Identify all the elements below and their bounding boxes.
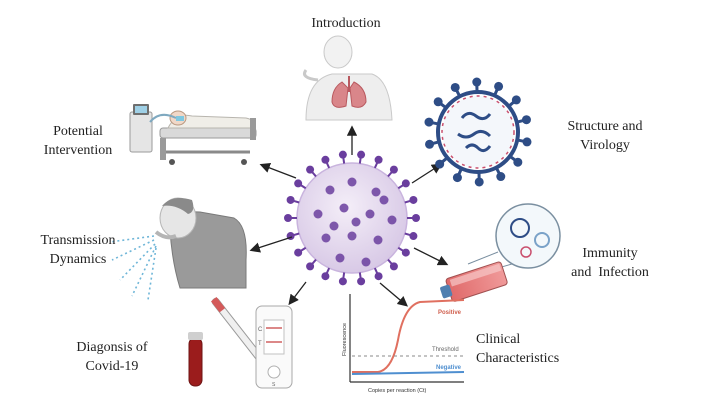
virus-spike-head xyxy=(306,165,315,174)
label-transmission-line1: Transmission xyxy=(40,233,116,248)
virus-surface-protein xyxy=(339,203,349,213)
negative-label: Negative xyxy=(436,365,462,371)
pcr-plot: Positive Threshold Negative Fluorescence… xyxy=(342,294,465,394)
virus-spike-head xyxy=(389,262,398,271)
structure-spike-head xyxy=(513,157,523,167)
label-structure-line2: Virology xyxy=(580,138,630,153)
virus-spike-head xyxy=(306,262,315,271)
virus-surface-protein xyxy=(371,187,381,197)
virus-spike-head xyxy=(284,214,292,222)
virus-surface-protein xyxy=(351,217,361,227)
virus-structure-icon xyxy=(424,77,532,187)
virus-spike-head xyxy=(374,155,383,164)
threshold-label: Threshold xyxy=(432,347,459,353)
structure-spike-head xyxy=(450,82,460,92)
virus-spike-head xyxy=(357,277,366,286)
label-immunity-infection: Immunity and Infection xyxy=(558,244,662,282)
hospital-bed-icon xyxy=(129,104,257,165)
arrow-to-transmission xyxy=(249,236,293,253)
central-virus-icon xyxy=(284,150,420,286)
structure-spike-head xyxy=(496,172,506,182)
virus-surface-protein xyxy=(387,215,397,225)
person-lungs-icon xyxy=(303,35,393,121)
virus-surface-protein xyxy=(373,235,383,245)
structure-spike-head xyxy=(494,81,504,91)
coughing-person-icon xyxy=(109,197,247,301)
virus-spike-head xyxy=(294,248,303,257)
label-diagnosis-line1: Diagonsis of xyxy=(76,340,148,355)
label-clinical-line1: Clinical xyxy=(476,332,521,347)
virus-surface-protein xyxy=(347,231,357,241)
pcr-xlabel: Copies per reaction (Ct) xyxy=(368,388,427,394)
arrow-to-diagnosis xyxy=(288,281,307,306)
virus-spike-head xyxy=(338,150,347,159)
arrow-to-immunity xyxy=(413,247,449,266)
cassette-c-mark: C xyxy=(258,327,263,333)
structure-spike-head xyxy=(435,159,445,169)
cassette-t-mark: T xyxy=(258,341,262,347)
structure-spike-head xyxy=(424,117,434,127)
arrow-to-clinical xyxy=(379,282,408,307)
label-clinical-characteristics: Clinical Characteristics xyxy=(476,330,586,368)
virus-spike-head xyxy=(294,179,303,188)
diagnosis-test-icon: C T S xyxy=(188,297,293,389)
label-structure-virology: Structure and Virology xyxy=(550,117,660,155)
label-immunity-line1: Immunity xyxy=(582,246,638,261)
structure-spike-head xyxy=(521,115,531,125)
virus-spike-head xyxy=(374,272,383,281)
virus-surface-protein xyxy=(321,233,331,243)
virus-spike-head xyxy=(401,248,410,257)
virus-surface-protein xyxy=(361,257,371,267)
positive-label: Positive xyxy=(438,310,462,316)
negative-curve xyxy=(351,371,465,375)
virus-surface-protein xyxy=(379,195,389,205)
virus-surface-protein xyxy=(365,209,375,219)
virus-surface-protein xyxy=(347,177,357,187)
virus-surface-protein xyxy=(335,253,345,263)
label-immunity-line2: and Infection xyxy=(571,265,649,280)
structure-spike-head xyxy=(522,137,532,147)
label-intervention-line2: Intervention xyxy=(43,143,113,158)
label-diagnosis: Diagonsis of Covid-19 xyxy=(62,338,162,376)
arrows xyxy=(249,125,449,307)
structure-spike-head xyxy=(433,97,443,107)
label-intervention-line1: Potential xyxy=(53,124,103,139)
structure-spike-head xyxy=(472,77,482,87)
pcr-ylabel: Fluorescence xyxy=(342,323,348,356)
virus-spike-head xyxy=(412,214,420,222)
label-introduction-text: Introduction xyxy=(311,16,381,31)
arrow-to-intervention xyxy=(259,162,297,179)
virus-spike-head xyxy=(286,195,295,204)
label-transmission-line2: Dynamics xyxy=(49,252,107,267)
virus-spike-head xyxy=(321,155,330,164)
structure-spike-head xyxy=(511,95,521,105)
virus-spike-head xyxy=(401,179,410,188)
label-diagnosis-line2: Covid-19 xyxy=(85,359,139,374)
virus-spike-head xyxy=(321,272,330,281)
structure-spike-head xyxy=(474,177,484,187)
virus-surface-protein xyxy=(329,221,339,231)
virus-surface-protein xyxy=(313,209,323,219)
arrow-to-structure xyxy=(411,163,443,184)
label-potential-intervention: Potential Intervention xyxy=(30,122,126,160)
label-clinical-line2: Characteristics xyxy=(476,351,560,366)
cassette-s-mark: S xyxy=(272,382,276,388)
structure-spike-head xyxy=(452,173,462,183)
virus-spike-head xyxy=(338,277,347,286)
label-introduction: Introduction xyxy=(296,14,396,33)
structure-spike-head xyxy=(425,139,435,149)
virus-spike-head xyxy=(409,195,418,204)
virus-spike-head xyxy=(409,232,418,241)
immunity-cells-icon xyxy=(440,203,561,302)
virus-surface-protein xyxy=(325,185,335,195)
virus-spike-head xyxy=(389,165,398,174)
label-structure-line1: Structure and xyxy=(567,119,643,134)
label-transmission-dynamics: Transmission Dynamics xyxy=(26,231,130,269)
positive-curve xyxy=(352,299,465,373)
virus-spike-head xyxy=(357,150,366,159)
